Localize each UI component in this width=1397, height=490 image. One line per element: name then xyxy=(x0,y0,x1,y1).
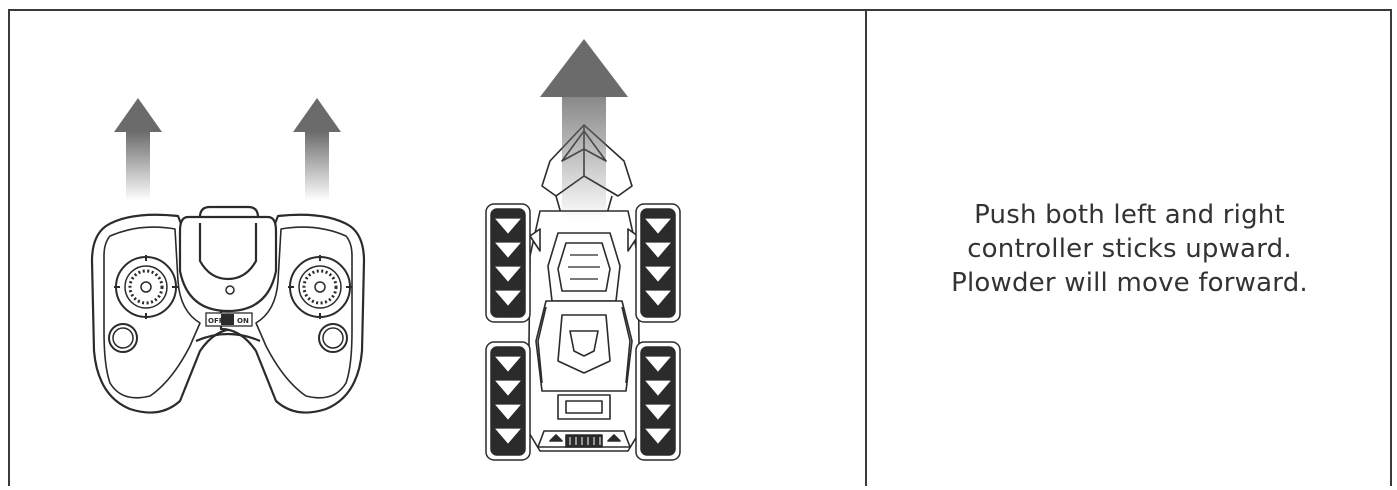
forward-arrow-icon xyxy=(540,39,628,221)
left-stick-arrow-icon xyxy=(114,98,162,201)
instruction-line-3: Plowder will move forward. xyxy=(951,267,1308,298)
wheel-front-left xyxy=(485,203,531,323)
switch-off-label: OFF xyxy=(208,317,224,325)
left-round-button xyxy=(108,323,138,353)
indicator-light xyxy=(225,285,235,295)
instruction-frame xyxy=(8,9,1392,486)
switch-on-label: ON xyxy=(237,317,249,325)
power-switch: OFF ON xyxy=(205,312,253,327)
right-round-button xyxy=(318,323,348,353)
instruction-text: Push both left and right controller stic… xyxy=(951,198,1308,300)
illustration-svg: OFF ON xyxy=(90,39,681,461)
wheel-rear-left xyxy=(485,341,531,461)
right-stick-arrow-icon xyxy=(293,98,341,201)
illustration-panel: OFF ON xyxy=(10,11,865,486)
instruction-caption: Push both left and right controller stic… xyxy=(867,11,1392,486)
toy-car-icon xyxy=(527,124,641,452)
wheel-rear-right xyxy=(635,341,681,461)
instruction-line-1: Push both left and right xyxy=(974,199,1285,230)
instruction-line-2: controller sticks upward. xyxy=(967,233,1292,264)
right-joystick xyxy=(288,255,352,319)
column-divider xyxy=(865,9,867,486)
left-joystick xyxy=(114,255,178,319)
wheel-front-right xyxy=(635,203,681,323)
